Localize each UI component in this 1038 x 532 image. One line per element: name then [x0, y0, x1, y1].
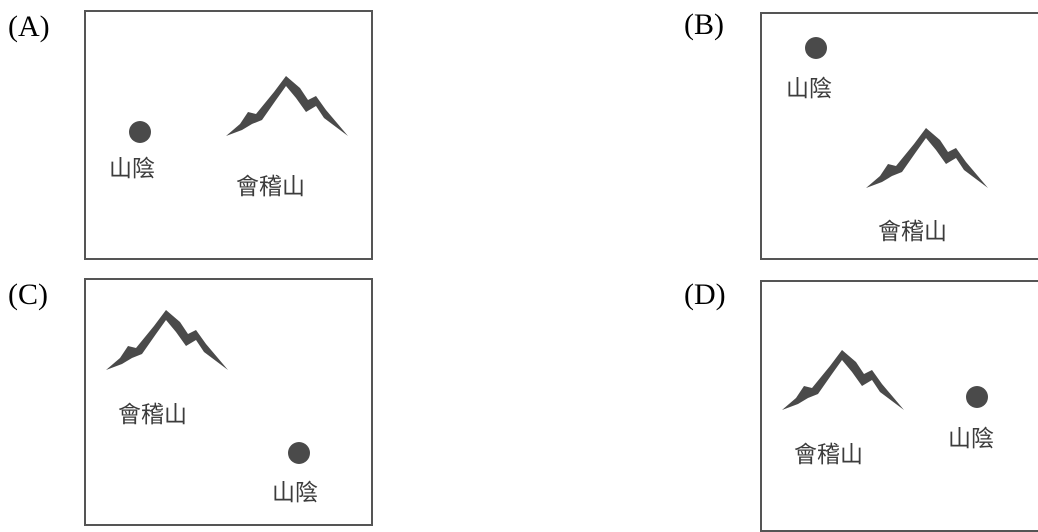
option-c-map: 會稽山 山陰 — [84, 278, 373, 526]
mountain-label-kuaiji: 會稽山 — [118, 402, 187, 428]
town-label-shanyin: 山陰 — [786, 76, 832, 102]
town-dot-icon — [129, 121, 151, 143]
town-dot-icon — [288, 442, 310, 464]
mountain-label-kuaiji: 會稽山 — [236, 174, 305, 200]
town-label-shanyin: 山陰 — [109, 156, 155, 182]
town-dot-icon — [966, 386, 988, 408]
town-label-shanyin: 山陰 — [272, 480, 318, 506]
mountain-label-kuaiji: 會稽山 — [794, 442, 863, 468]
town-label-shanyin: 山陰 — [948, 426, 994, 452]
town-dot-icon — [805, 37, 827, 59]
mountain-label-kuaiji: 會稽山 — [878, 219, 947, 245]
option-d-map: 會稽山 山陰 — [760, 280, 1038, 532]
option-a-label: (A) — [8, 10, 50, 43]
option-d-label: (D) — [684, 278, 726, 311]
option-b-map: 山陰 會稽山 — [760, 12, 1038, 260]
mountain-icon — [226, 74, 348, 138]
mountain-icon — [106, 308, 228, 372]
mountain-icon — [782, 348, 904, 412]
mountain-icon — [866, 126, 988, 190]
option-b-label: (B) — [684, 8, 724, 41]
option-a-map: 山陰 會稽山 — [84, 10, 373, 260]
option-c-label: (C) — [8, 278, 48, 311]
